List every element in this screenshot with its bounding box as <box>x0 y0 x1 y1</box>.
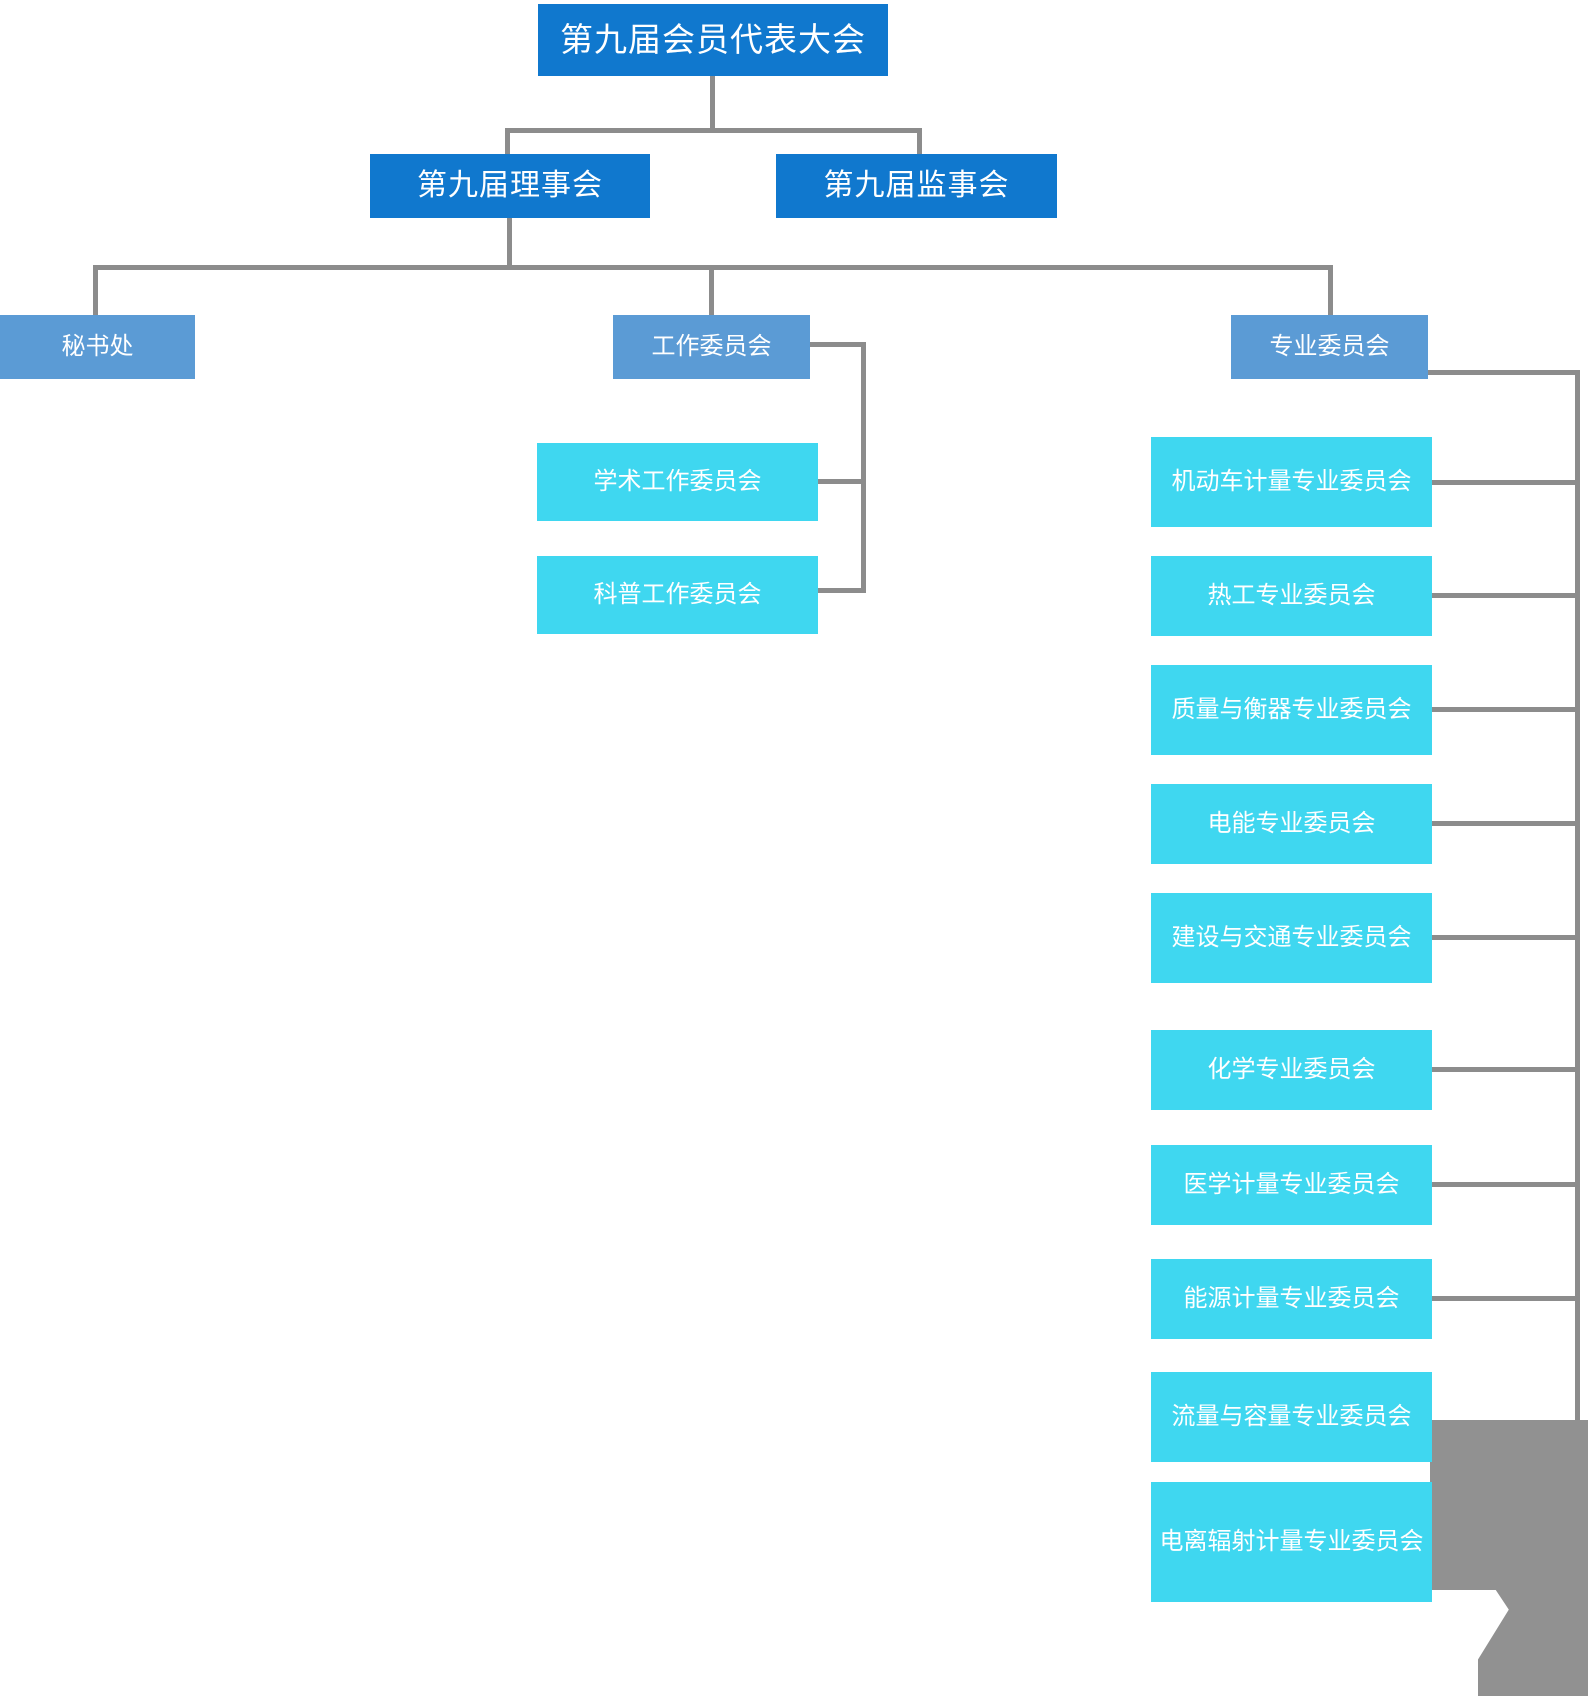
connector-professional-child-7 <box>1430 1182 1580 1187</box>
node-professional-child-label: 化学专业委员会 <box>1207 1055 1376 1083</box>
node-professional-child[interactable]: 电离辐射计量专业委员会 <box>1151 1482 1432 1602</box>
connector-supervisory-up <box>917 128 922 155</box>
connector-professional-child-8 <box>1430 1296 1580 1301</box>
node-work-child[interactable]: 学术工作委员会 <box>537 443 818 521</box>
node-professional-child[interactable]: 电能专业委员会 <box>1151 784 1432 864</box>
connector-professional-spine <box>1575 370 1580 1530</box>
node-council[interactable]: 第九届理事会 <box>370 154 650 218</box>
node-professional-child[interactable]: 能源计量专业委员会 <box>1151 1259 1432 1339</box>
connector-professional-child-4 <box>1430 821 1580 826</box>
node-secretariat[interactable]: 秘书处 <box>0 315 195 379</box>
node-congress-label: 第九届会员代表大会 <box>560 20 866 58</box>
node-professional-child[interactable]: 流量与容量专业委员会 <box>1151 1372 1432 1462</box>
connector-professional-child-3 <box>1430 707 1580 712</box>
node-professional-child-label: 质量与衡器专业委员会 <box>1171 695 1412 723</box>
connector-work-child-2 <box>818 588 866 593</box>
connector-professional-committee-up <box>1328 265 1333 317</box>
connector-secretariat-up <box>93 265 98 317</box>
node-professional-child[interactable]: 机动车计量专业委员会 <box>1151 437 1432 527</box>
node-professional-child[interactable]: 热工专业委员会 <box>1151 556 1432 636</box>
connector-congress-down <box>710 75 715 130</box>
node-professional-child[interactable]: 化学专业委员会 <box>1151 1030 1432 1110</box>
node-secretariat-label: 秘书处 <box>61 332 134 360</box>
node-work-child-label: 科普工作委员会 <box>593 580 762 608</box>
connector-professional-out <box>1428 370 1580 375</box>
node-supervisory-label: 第九届监事会 <box>823 168 1010 202</box>
connector-professional-child-5 <box>1430 935 1580 940</box>
node-work-committee-label: 工作委员会 <box>651 332 772 360</box>
node-supervisory[interactable]: 第九届监事会 <box>776 154 1057 218</box>
node-council-label: 第九届理事会 <box>417 168 603 202</box>
node-professional-child[interactable]: 医学计量专业委员会 <box>1151 1145 1432 1225</box>
node-professional-child[interactable]: 建设与交通专业委员会 <box>1151 893 1432 983</box>
pointer-arrow-shaft-icon <box>1478 1530 1588 1696</box>
connector-congress-bar <box>505 128 922 133</box>
node-professional-child-label: 医学计量专业委员会 <box>1183 1170 1400 1198</box>
node-professional-child-label: 热工专业委员会 <box>1207 581 1376 609</box>
node-professional-child-label: 流量与容量专业委员会 <box>1171 1402 1412 1430</box>
connector-work-spine <box>861 342 866 591</box>
connector-professional-child-2 <box>1430 593 1580 598</box>
node-professional-child-label: 电能专业委员会 <box>1207 809 1376 837</box>
connector-professional-child-1 <box>1430 480 1580 485</box>
node-professional-child-label: 电离辐射计量专业委员会 <box>1159 1527 1424 1555</box>
connector-work-committee-up <box>709 265 714 317</box>
node-professional-child-label: 建设与交通专业委员会 <box>1171 923 1412 951</box>
node-professional-child[interactable]: 质量与衡器专业委员会 <box>1151 665 1432 755</box>
connector-council-down <box>507 218 512 268</box>
pointer-arrow-icon <box>1430 1420 1588 1530</box>
connector-professional-child-6 <box>1430 1067 1580 1072</box>
connector-work-child-1 <box>818 479 866 484</box>
node-professional-committee-label: 专业委员会 <box>1269 332 1390 360</box>
node-work-committee[interactable]: 工作委员会 <box>613 315 810 379</box>
node-professional-child-label: 机动车计量专业委员会 <box>1171 467 1412 495</box>
node-professional-child-label: 能源计量专业委员会 <box>1183 1284 1400 1312</box>
node-work-child[interactable]: 科普工作委员会 <box>537 556 818 634</box>
connector-work-out <box>810 342 866 347</box>
node-work-child-label: 学术工作委员会 <box>593 467 762 495</box>
node-congress[interactable]: 第九届会员代表大会 <box>538 4 888 76</box>
node-professional-committee[interactable]: 专业委员会 <box>1231 315 1428 379</box>
connector-council-up <box>505 128 510 155</box>
